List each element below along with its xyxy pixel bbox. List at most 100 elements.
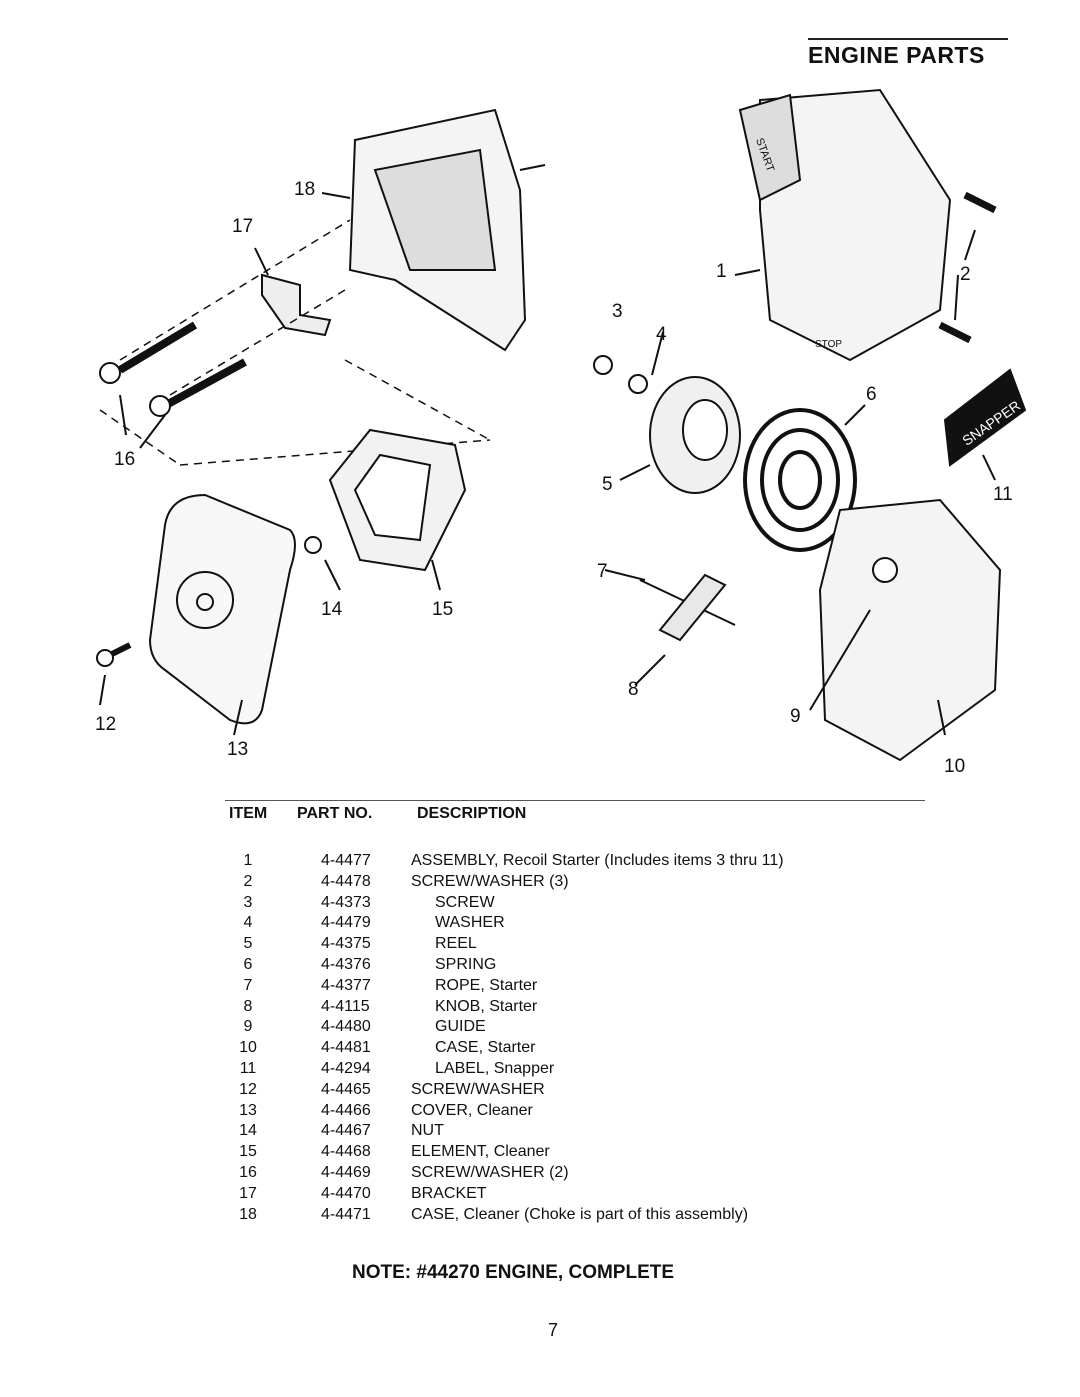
callout-4: 4 xyxy=(656,324,667,345)
callout-13: 13 xyxy=(227,739,248,760)
table-row: 8 4-4115 KNOB, Starter xyxy=(225,997,925,1018)
part-number: 4-4471 xyxy=(321,1205,371,1223)
part-description: LABEL, Snapper xyxy=(435,1059,555,1077)
part-description: SPRING xyxy=(435,955,497,973)
part-description: ASSEMBLY, Recoil Starter (Includes items… xyxy=(411,852,784,869)
item-number: 7 xyxy=(243,976,253,994)
part-description: BRACKET xyxy=(411,1184,487,1202)
part-number: 4-4470 xyxy=(321,1184,371,1202)
item-number: 13 xyxy=(239,1101,257,1119)
part-number: 4-4479 xyxy=(321,914,371,932)
screw-washer-16a-drawing xyxy=(117,321,198,374)
callout-17: 17 xyxy=(232,216,253,237)
part-description: NUT xyxy=(411,1122,444,1140)
part-number: 4-4373 xyxy=(321,893,371,911)
table-row: 18 4-4471 CASE, Cleaner (Choke is part of … xyxy=(225,1205,925,1226)
washer-4-drawing xyxy=(628,374,648,394)
parts-table: ITEM PART NO. DESCRIPTION 1 4-4477 ASSEMBL… xyxy=(225,800,925,1225)
part-number: 4-4466 xyxy=(321,1101,371,1119)
callout-12: 12 xyxy=(95,714,116,735)
part-description: WASHER xyxy=(435,914,505,932)
screw-3-drawing xyxy=(593,355,613,375)
page-title: ENGINE PARTS xyxy=(808,38,1008,72)
screw-washer-16b-drawing xyxy=(166,358,247,408)
callout-5: 5 xyxy=(602,474,613,495)
item-number: 11 xyxy=(239,1059,257,1077)
screw-washer-2b-drawing xyxy=(938,321,972,344)
item-number: 17 xyxy=(239,1184,257,1202)
callout-11: 11 xyxy=(993,484,1013,505)
nut-drawing xyxy=(304,536,322,554)
callout-14: 14 xyxy=(321,599,343,620)
part-number: 4-4468 xyxy=(321,1143,371,1161)
callout-1: 1 xyxy=(716,261,727,282)
table-row: 14 4-4467 NUT xyxy=(225,1121,925,1142)
part-description: GUIDE xyxy=(435,1018,486,1036)
item-number: 18 xyxy=(239,1205,257,1223)
header-item: ITEM xyxy=(229,805,268,822)
stop-label-text: STOP xyxy=(815,339,842,350)
item-number: 16 xyxy=(239,1163,257,1181)
item-number: 12 xyxy=(239,1080,257,1098)
part-number: 4-4115 xyxy=(321,997,370,1015)
screw-washer-12-drawing xyxy=(96,649,114,667)
part-number: 4-4294 xyxy=(321,1059,371,1077)
callout-8: 8 xyxy=(628,679,639,700)
header-description: DESCRIPTION xyxy=(417,805,527,822)
part-number: 4-4481 xyxy=(321,1039,371,1057)
item-number: 8 xyxy=(243,997,253,1015)
cleaner-cover-drawing xyxy=(148,493,296,725)
header-part-no: PART NO. xyxy=(297,805,373,822)
exploded-parts-diagram: SNAPPER START STOP 18 17 16 14 15 12 13 … xyxy=(95,88,1027,777)
callout-9: 9 xyxy=(790,706,801,727)
part-number: 4-4477 xyxy=(321,852,371,869)
item-number: 14 xyxy=(239,1122,257,1140)
part-description: CASE, Starter xyxy=(435,1039,536,1057)
item-number: 15 xyxy=(239,1143,257,1161)
starter-knob-drawing xyxy=(658,573,727,642)
item-number: 3 xyxy=(243,893,253,911)
part-number: 4-4467 xyxy=(321,1122,371,1140)
part-number: 4-4480 xyxy=(321,1018,371,1036)
rope-guide-drawing xyxy=(872,557,898,583)
callout-2: 2 xyxy=(960,264,971,285)
part-number: 4-4478 xyxy=(321,872,371,890)
part-number: 4-4375 xyxy=(321,935,371,953)
table-row: 3 4-4373 SCREW xyxy=(225,893,925,914)
table-row: 17 4-4470 BRACKET xyxy=(225,1184,925,1205)
table-row: 1 4-4477 ASSEMBLY, Recoil Starter (Include… xyxy=(225,851,925,872)
bracket-drawing xyxy=(261,273,332,337)
parts-table-body: 1 4-4477 ASSEMBLY, Recoil Starter (Include… xyxy=(225,851,925,1225)
item-number: 1 xyxy=(243,852,253,869)
page-number: 7 xyxy=(548,1320,559,1340)
part-description: SCREW xyxy=(435,893,495,911)
parts-table-header: ITEM PART NO. DESCRIPTION xyxy=(225,800,925,829)
callout-6: 6 xyxy=(866,384,877,405)
part-number: 4-4465 xyxy=(321,1080,371,1098)
table-row: 11 4-4294 LABEL, Snapper xyxy=(225,1059,925,1080)
item-number: 9 xyxy=(243,1018,253,1036)
callout-7: 7 xyxy=(597,561,608,582)
screw-washer-2a-drawing xyxy=(963,191,997,214)
callout-16: 16 xyxy=(114,449,135,470)
part-description: KNOB, Starter xyxy=(435,997,538,1015)
callout-18: 18 xyxy=(294,179,315,200)
part-number: 4-4469 xyxy=(321,1163,371,1181)
callout-10: 10 xyxy=(944,756,965,777)
table-row: 9 4-4480 GUIDE xyxy=(225,1017,925,1038)
callout-3: 3 xyxy=(612,301,623,322)
starter-case-drawing xyxy=(818,498,1002,762)
part-description: CASE, Cleaner (Choke is part of this ass… xyxy=(411,1205,749,1223)
callout-15: 15 xyxy=(432,599,453,620)
part-description: ROPE, Starter xyxy=(435,976,538,994)
item-number: 2 xyxy=(243,872,253,890)
